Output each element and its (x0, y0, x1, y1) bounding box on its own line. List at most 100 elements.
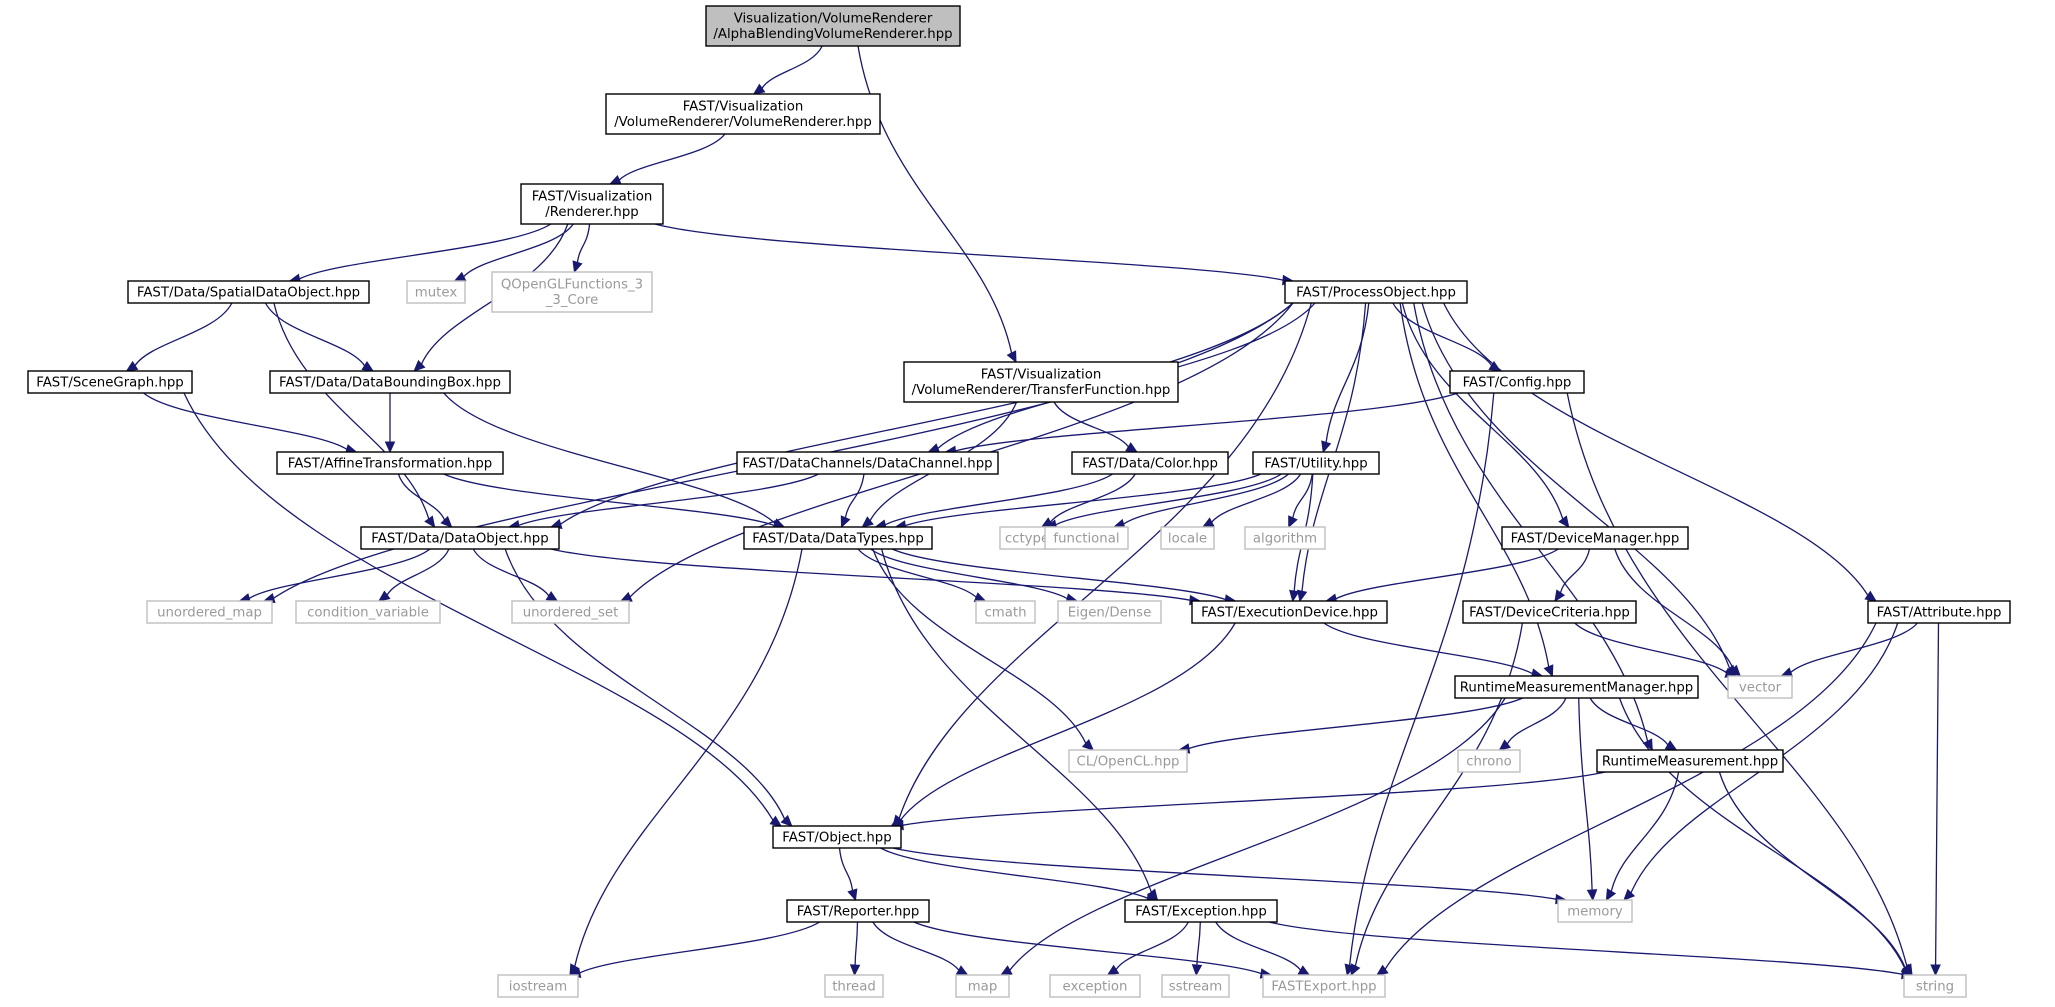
node-exception[interactable]: FAST/Exception.hpp (1124, 899, 1278, 923)
edge-line (872, 548, 1087, 744)
node-transfer[interactable]: FAST/Visualization/VolumeRenderer/Transf… (903, 361, 1179, 403)
node-label: functional (1053, 531, 1119, 546)
edge-line (273, 302, 1294, 599)
node-box (705, 5, 961, 47)
node-thread: thread (824, 974, 884, 998)
node-box (1071, 451, 1229, 475)
edge-arrowhead (361, 360, 375, 372)
node-label: RuntimeMeasurement.hpp (1602, 754, 1778, 769)
node-scenegraph[interactable]: FAST/SceneGraph.hpp (27, 370, 193, 394)
edge-line (905, 473, 1262, 527)
dependency-edge (840, 473, 865, 529)
dependency-edge (183, 392, 782, 827)
node-box (1557, 899, 1633, 923)
dependency-edge (1614, 548, 1742, 677)
edge-line (838, 847, 854, 891)
node-label: iostream (509, 979, 567, 994)
node-color[interactable]: FAST/Data/Color.hpp (1071, 451, 1229, 475)
edge-line (884, 473, 1113, 526)
node-volrend[interactable]: FAST/Visualization/VolumeRenderer/Volume… (605, 93, 881, 135)
edge-line (1384, 622, 1877, 970)
edge-arrowhead (413, 359, 426, 372)
dependency-edge (872, 921, 969, 976)
node-spatial[interactable]: FAST/Data/SpatialDataObject.hpp (127, 280, 370, 304)
node-object[interactable]: FAST/Object.hpp (772, 825, 902, 849)
node-vector: vector (1727, 675, 1793, 699)
edge-line (654, 223, 1284, 281)
edge-line (1401, 302, 1564, 520)
edge-arrowhead (1106, 964, 1120, 976)
edge-line (579, 921, 820, 974)
edge-line (1421, 302, 1731, 669)
node-box (736, 451, 999, 475)
edge-arrowhead (572, 260, 583, 274)
edge-arrowhead (1191, 964, 1203, 977)
edge-line (891, 548, 1226, 601)
node-functional: functional (1044, 526, 1129, 550)
node-datachannel[interactable]: FAST/DataChannels/DataChannel.hpp (736, 451, 999, 475)
node-utility[interactable]: FAST/Utility.hpp (1252, 451, 1380, 475)
edge-arrowhead (1125, 442, 1138, 453)
node-dataobject[interactable]: FAST/Data/DataObject.hpp (360, 526, 560, 550)
node-label: FAST/ExecutionDevice.hpp (1201, 605, 1378, 620)
node-rtmm[interactable]: RuntimeMeasurementManager.hpp (1454, 675, 1699, 699)
node-label: FAST/Reporter.hpp (797, 904, 920, 919)
edge-line (560, 302, 1294, 525)
dependency-edge (1177, 697, 1523, 754)
node-box (786, 899, 930, 923)
edge-arrowhead (780, 814, 793, 827)
node-std-exception: exception (1049, 974, 1141, 998)
edge-line (1506, 697, 1567, 745)
edge-line (618, 133, 726, 181)
node-label: FAST/Utility.hpp (1264, 456, 1367, 471)
edge-line (872, 921, 960, 971)
edge-arrowhead (545, 590, 559, 602)
node-qopengl: QOpenGLFunctions_3_3_Core (491, 271, 653, 313)
node-box (511, 600, 630, 624)
node-box (360, 526, 560, 550)
edge-line (550, 548, 1191, 601)
node-condvar: condition_variable (295, 600, 441, 624)
node-box (605, 93, 881, 135)
node-box (1867, 600, 2011, 624)
node-datatypes[interactable]: FAST/Data/DataTypes.hpp (743, 526, 933, 550)
edge-line (1115, 921, 1189, 970)
dependency-edge (894, 473, 1262, 531)
node-devicemanager[interactable]: FAST/DeviceManager.hpp (1501, 526, 1689, 550)
node-reporter[interactable]: FAST/Reporter.hpp (786, 899, 930, 923)
edge-line (1335, 548, 1559, 600)
node-label: exception (1063, 979, 1128, 994)
edge-arrowhead (1288, 515, 1298, 529)
dependency-edge (1401, 302, 1570, 528)
node-renderer[interactable]: FAST/Visualization/Renderer.hpp (520, 183, 664, 225)
node-box (1057, 600, 1162, 624)
edge-line (854, 921, 859, 966)
node-label: locale (1168, 531, 1207, 546)
node-root[interactable]: Visualization/VolumeRenderer/AlphaBlendi… (705, 5, 961, 47)
node-label: FAST/AffineTransformation.hpp (288, 456, 492, 471)
edge-arrowhead (1586, 889, 1598, 902)
node-config[interactable]: FAST/Config.hpp (1449, 370, 1585, 394)
edge-line (397, 473, 446, 521)
dependency-edge (1589, 697, 1678, 751)
dependency-edge (1106, 921, 1189, 976)
node-label: unordered_map (157, 605, 262, 620)
node-attribute[interactable]: FAST/Attribute.hpp (1867, 600, 2011, 624)
node-box (491, 271, 653, 313)
edge-line (1589, 697, 1669, 746)
node-process[interactable]: FAST/ProcessObject.hpp (1284, 280, 1468, 304)
edge-line (913, 921, 1262, 975)
node-box (1903, 974, 1967, 998)
node-devicecriteria[interactable]: FAST/DeviceCriteria.hpp (1462, 600, 1637, 624)
node-execdevice[interactable]: FAST/ExecutionDevice.hpp (1191, 600, 1388, 624)
edge-line (183, 392, 774, 821)
node-rtm[interactable]: RuntimeMeasurement.hpp (1596, 749, 1784, 773)
dependency-edge (378, 548, 450, 602)
edge-line (518, 473, 819, 526)
edge-line (1574, 622, 1727, 674)
node-label: FAST/Data/DataBoundingBox.hpp (279, 375, 501, 390)
node-affine[interactable]: FAST/AffineTransformation.hpp (276, 451, 504, 475)
edge-arrowhead (619, 591, 633, 602)
node-bbox[interactable]: FAST/Data/DataBoundingBox.hpp (269, 370, 511, 394)
